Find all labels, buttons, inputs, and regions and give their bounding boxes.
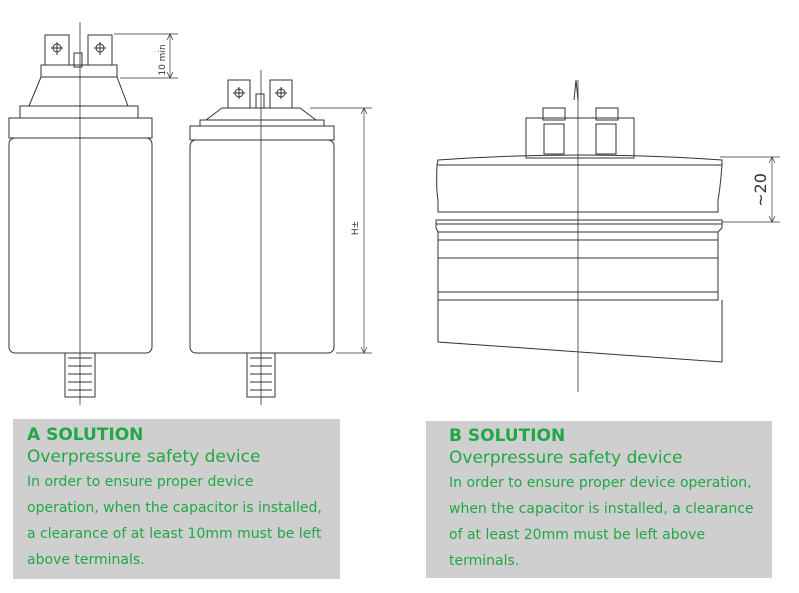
technical-drawing: 10 min H± ~20 [8, 22, 780, 405]
capacitor-b-top-can [436, 154, 723, 213]
solution-b-panel: B SOLUTION Overpressure safety device In… [426, 421, 772, 578]
a-clearance-label: 10 min [158, 44, 168, 75]
capacitor-a2-body [189, 139, 335, 354]
capacitor-a-drawing [8, 22, 178, 405]
capacitor-b-lower-can [435, 219, 723, 301]
solution-a-line-3: a clearance of at least 10mm must be lef… [27, 526, 322, 542]
solution-b-line-3: of at least 20mm must be left above [449, 527, 706, 543]
solution-b-title: B SOLUTION [449, 426, 566, 446]
solution-a-subtitle: Overpressure safety device [27, 447, 261, 467]
capacitor-a-body [8, 137, 153, 354]
solution-a-title: A SOLUTION [27, 425, 144, 445]
solution-a-line-1: In order to ensure proper device [27, 474, 254, 490]
capacitor-b-drawing [435, 79, 780, 392]
capacitor-a2-drawing [189, 70, 372, 405]
solution-b-subtitle: Overpressure safety device [449, 448, 683, 468]
height-label: H± [351, 221, 361, 235]
solution-b-line-4: terminals. [449, 553, 520, 569]
solution-a-line-2: operation, when the capacitor is install… [27, 500, 322, 516]
solution-a-panel: A SOLUTION Overpressure safety device In… [13, 419, 340, 579]
solution-a-line-4: above terminals. [27, 552, 145, 568]
capacitor-a-lid [28, 76, 129, 107]
solution-b-line-2: when the capacitor is installed, a clear… [449, 501, 754, 517]
solution-b-line-1: In order to ensure proper device operati… [449, 475, 752, 491]
b-clearance-label: ~20 [751, 173, 770, 207]
